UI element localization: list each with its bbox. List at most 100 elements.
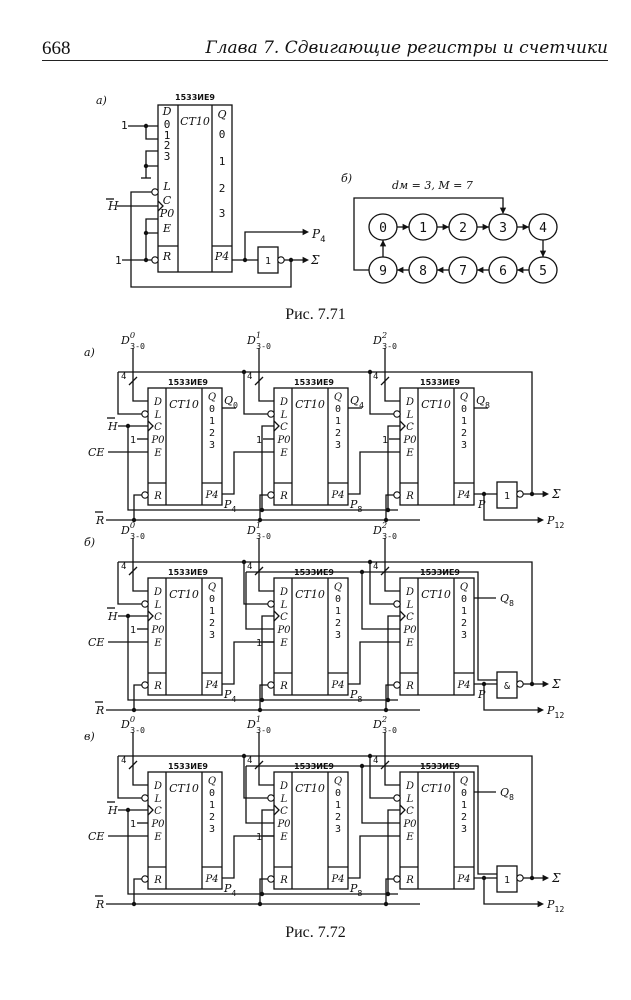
part-label: в) [84, 730, 95, 743]
arrow-head [542, 874, 549, 882]
chip-function: CT10 [421, 782, 451, 795]
junction-dot [359, 569, 365, 575]
pin-label: E [153, 638, 162, 649]
pin-label: R [153, 875, 162, 886]
pin-label: 1 [335, 606, 341, 617]
input-one: 1 [256, 435, 262, 446]
input-one: 1 [256, 638, 262, 649]
load-line [369, 562, 394, 605]
pin-label: P4 [204, 874, 218, 885]
data-bus [132, 732, 148, 786]
bus-slash [254, 760, 264, 770]
p0-feedback [361, 572, 400, 630]
pin-label: 0 [461, 594, 467, 605]
clock-distribution [127, 616, 398, 701]
pin-label: 1 [335, 800, 341, 811]
clock-edge-symbol [399, 610, 406, 622]
clock-edge-symbol [273, 610, 280, 622]
junction-dot [143, 257, 149, 263]
reset-tap [385, 494, 394, 520]
clock-input-label: H [107, 420, 118, 433]
pin-label: R [279, 491, 288, 502]
bus-slash [128, 760, 138, 770]
arrow-head [437, 266, 444, 274]
pin-label: C [163, 194, 172, 207]
chip-function: CT10 [421, 398, 451, 411]
load-line [243, 562, 268, 605]
page-number: 668 [42, 38, 71, 59]
pin-label: 3 [335, 440, 341, 451]
junction-dot [383, 517, 389, 523]
p0-feedback [361, 766, 400, 824]
part-label: а) [96, 94, 107, 107]
bus-width-label: 4 [247, 562, 252, 572]
load-line [243, 372, 268, 415]
pin-label: 0 [335, 404, 341, 415]
bus-width-label: 4 [373, 372, 378, 382]
inversion-bubble [393, 410, 401, 418]
inversion-bubble [393, 875, 401, 883]
bus-slash [380, 760, 390, 770]
junction-dot [241, 753, 247, 759]
q-output-label: Q8 [500, 786, 514, 802]
inversion-bubble [393, 794, 401, 802]
chip-body [147, 771, 223, 890]
pin-label: P0 [159, 207, 174, 220]
junction-dot [367, 369, 373, 375]
pin-label: 1 [461, 606, 467, 617]
inversion-bubble [516, 680, 524, 688]
clock-line [261, 425, 274, 510]
clock-edge-symbol [399, 804, 406, 816]
bus-width-label: 4 [121, 756, 126, 766]
pin-label: 3 [209, 440, 215, 451]
pin-label: 2 [164, 139, 171, 152]
wire [244, 231, 305, 260]
clock-line [387, 425, 400, 510]
pin-label: 2 [209, 812, 215, 823]
inversion-bubble [267, 794, 275, 802]
junction-dot [529, 875, 535, 881]
pin-label: C [280, 806, 288, 817]
p12-line [483, 878, 540, 905]
junction-dot [259, 891, 265, 897]
pin-label: Q [334, 582, 342, 593]
carry-chain [222, 641, 274, 685]
reset-input-label: R [95, 514, 104, 527]
arrow-head [522, 223, 529, 231]
inversion-bubble [267, 600, 275, 608]
pin-label: P4 [214, 250, 229, 263]
pin-label: 1 [209, 800, 215, 811]
bus-width-label: 4 [373, 756, 378, 766]
pin-label: 1 [461, 800, 467, 811]
chip-name: 1533ИЕ9 [168, 762, 208, 771]
junction-dot [257, 901, 263, 907]
arrow-head [537, 516, 544, 524]
reset-tap [259, 684, 268, 710]
pin-label: 2 [335, 812, 341, 823]
pin-label: 2 [461, 812, 467, 823]
pin-label: D [279, 781, 288, 792]
clock-edge-symbol [157, 200, 164, 212]
pin-label: R [405, 681, 414, 692]
inversion-bubble [393, 491, 401, 499]
figure-caption-772: Рис. 7.72 [285, 924, 346, 941]
pin-label: E [153, 832, 162, 843]
wire [145, 218, 158, 234]
pin-label: C [280, 422, 288, 433]
clock-input-label: H [107, 199, 119, 213]
reset-tap [259, 494, 268, 520]
clock-line [387, 615, 400, 700]
p12-line [483, 684, 540, 711]
pin-label: 1 [461, 416, 467, 427]
chapter-title: Глава 7. Сдвигающие регистры и счетчики [205, 38, 608, 58]
data-bus [258, 732, 274, 786]
reset-tap [133, 878, 142, 904]
